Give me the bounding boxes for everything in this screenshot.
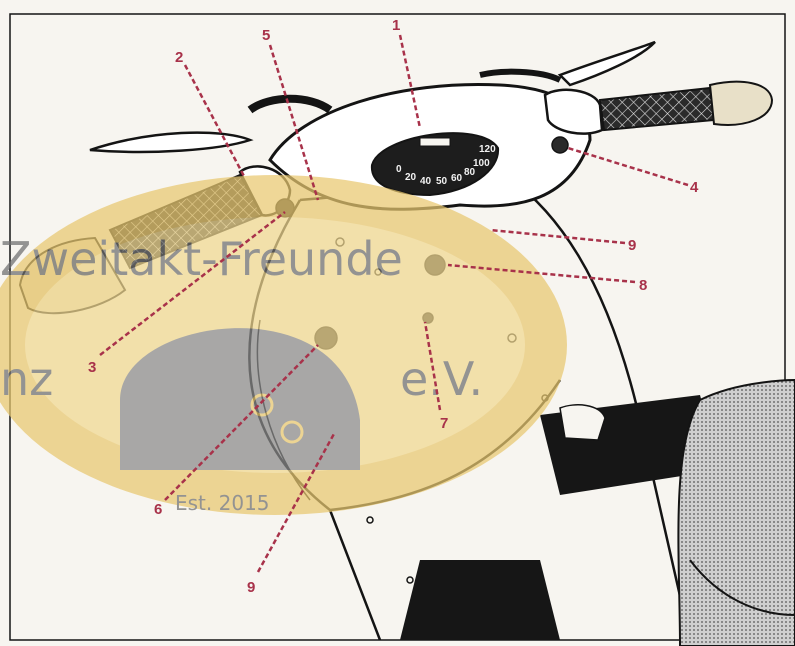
- brake-lever-right: [560, 42, 655, 85]
- callout-4: 4: [690, 179, 699, 196]
- watermark-region: nz: [0, 352, 53, 406]
- watermark-founded: Est. 2015: [175, 491, 270, 515]
- speedo-scale-40: 40: [420, 176, 432, 187]
- seat: [678, 380, 795, 646]
- callout-9-upper: 9: [628, 237, 636, 254]
- speedo-scale-20: 20: [405, 172, 417, 183]
- odometer-window: [420, 138, 450, 146]
- speedo-scale-50: 50: [436, 176, 448, 187]
- watermark-title: Zweitakt-Freunde: [0, 232, 403, 286]
- callout-1: 1: [392, 17, 400, 34]
- callout-7: 7: [440, 415, 448, 432]
- callout-9-lower: 9: [247, 579, 255, 596]
- watermark-suffix: e.V.: [400, 352, 483, 406]
- callout-2: 2: [175, 49, 183, 66]
- leader-2: [185, 65, 245, 178]
- callout-8: 8: [639, 277, 647, 294]
- leader-9-upper: [490, 230, 625, 243]
- speedo-scale-0: 0: [396, 164, 402, 175]
- callout-3: 3: [88, 359, 96, 376]
- speedo-scale-100: 100: [473, 158, 490, 169]
- horn-button: [552, 137, 568, 153]
- right-handlebar-grip: [545, 82, 772, 134]
- speedo-scale-60: 60: [451, 173, 463, 184]
- callout-6: 6: [154, 501, 162, 518]
- brake-lever-left: [90, 133, 250, 152]
- callout-5: 5: [262, 27, 270, 44]
- watermark: Zweitakt-Freunde nz e.V. Est. 2015: [0, 175, 567, 515]
- leader-4: [568, 148, 688, 185]
- speedo-scale-120: 120: [479, 144, 496, 155]
